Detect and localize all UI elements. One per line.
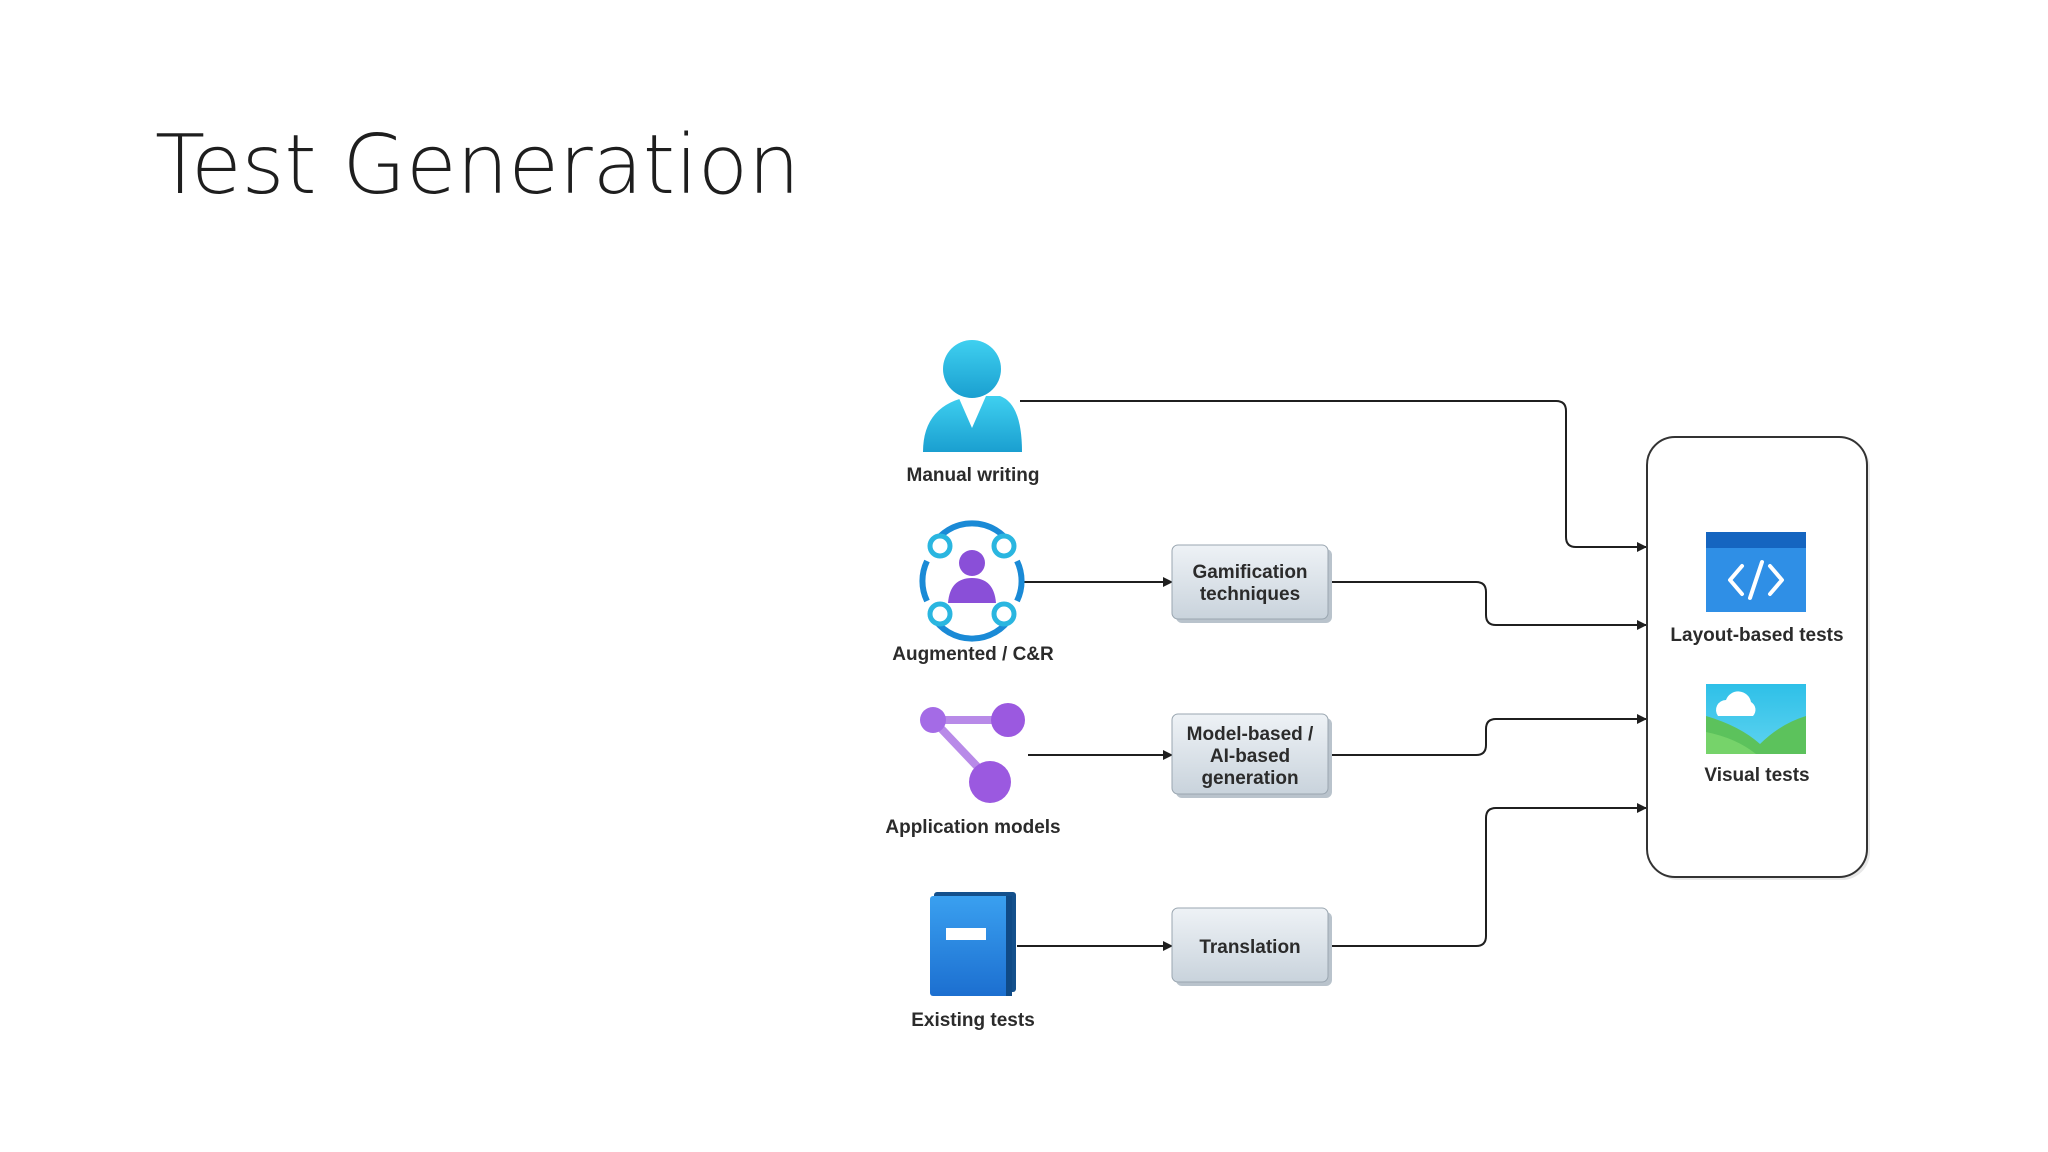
output-visual: Visual tests [1704,684,1810,786]
model-based-line1: Model-based / [1187,724,1314,745]
process-model-based: Model-based / AI-based generation [1171,713,1332,798]
process-gamification: Gamification techniques [1171,544,1332,623]
model-based-line2: AI-based [1210,746,1290,767]
application-models-label: Application models [885,817,1060,838]
connector-manual-to-output [1020,400,1647,552]
output-container [1646,436,1868,878]
source-application-models: Application models [885,703,1061,838]
gamification-line1: Gamification [1192,562,1307,583]
connector-gamification-to-output [1331,581,1647,630]
slide-title: Test Generation [155,118,800,213]
image-icon [1706,684,1806,754]
model-based-line3: generation [1201,768,1298,789]
graph-nodes-icon [920,703,1025,803]
gamification-line2: techniques [1200,584,1300,605]
process-translation: Translation [1171,907,1332,986]
existing-tests-label: Existing tests [911,1010,1035,1031]
manual-writing-label: Manual writing [907,465,1040,486]
layout-based-label: Layout-based tests [1670,625,1843,646]
augmented-label: Augmented / C&R [892,644,1054,665]
source-manual-writing: Manual writing [907,340,1040,486]
visual-tests-label: Visual tests [1704,765,1809,786]
source-existing-tests: Existing tests [911,892,1035,1031]
connector-translation-to-output [1331,803,1647,947]
user-network-icon [919,520,1025,642]
connectors [1017,400,1647,951]
translation-label: Translation [1199,937,1300,958]
user-icon [923,340,1022,452]
connector-modelbased-to-output [1331,714,1647,756]
source-augmented: Augmented / C&R [892,520,1054,665]
book-icon [930,892,1016,996]
output-layout-based: Layout-based tests [1670,532,1844,646]
code-window-icon [1706,532,1806,612]
